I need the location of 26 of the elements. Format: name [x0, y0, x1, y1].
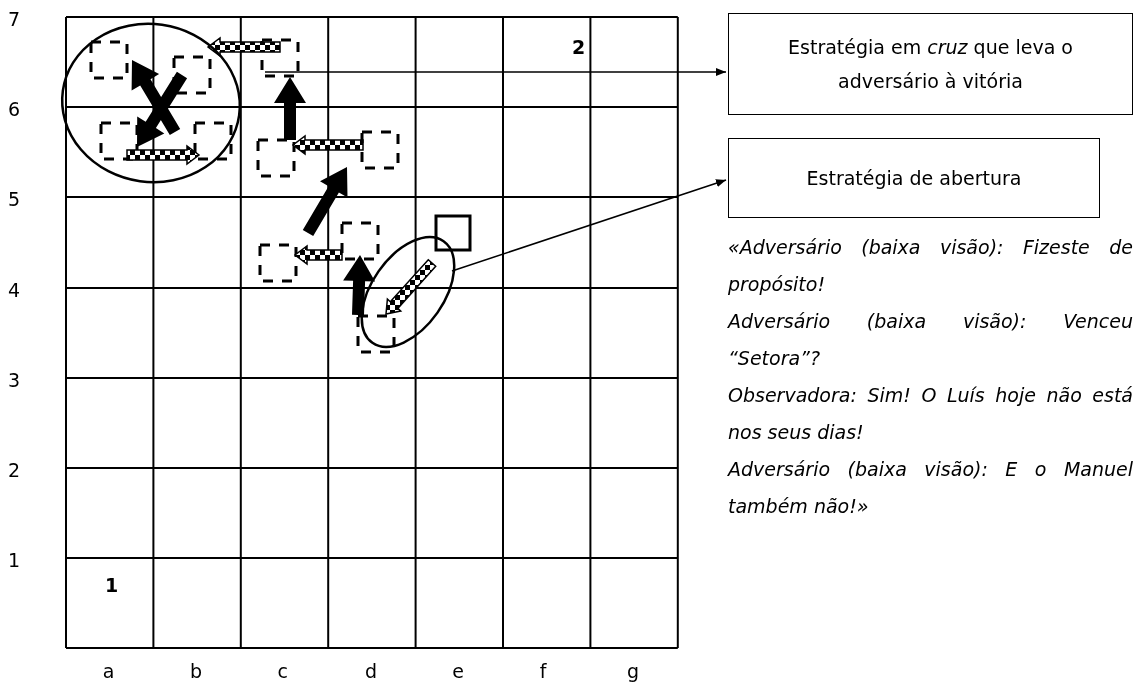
- column-letter: e: [452, 660, 464, 682]
- dialogue-line: Adversário (baixa visão): E o Manuel também não!»: [728, 457, 1133, 519]
- row-number: 4: [8, 279, 21, 301]
- row-number: 5: [8, 188, 21, 210]
- leader-line: [264, 68, 727, 76]
- ellipse-outline: [360, 235, 456, 349]
- text-box: Estratégia em cruz que leva o adversário à vitória: [728, 13, 1133, 115]
- dialogue-line: Observadora: Sim! O Luís hoje não está nos seus dias!: [728, 383, 1133, 445]
- column-letter: g: [627, 660, 640, 682]
- row-number: 2: [8, 459, 21, 481]
- leader-line: [451, 179, 727, 272]
- ellipse-outline: [60, 22, 242, 184]
- column-letter: c: [277, 660, 288, 682]
- text-box: Estratégia de abertura: [728, 138, 1100, 218]
- column-letter: a: [102, 660, 115, 682]
- square-number: 2: [572, 36, 586, 58]
- column-letter: b: [190, 660, 203, 682]
- row-number: 6: [8, 98, 21, 120]
- dialogue-line: Adversário (baixa visão): Venceu “Setora”?: [728, 309, 1133, 371]
- dialogue-line: «Adversário (baixa visão): Fizeste de propósito!: [728, 235, 1133, 297]
- column-letter: f: [539, 660, 547, 682]
- row-number: 1: [8, 549, 21, 571]
- square-number: 1: [105, 574, 119, 596]
- column-letter: d: [364, 660, 377, 682]
- row-number: 3: [8, 369, 21, 391]
- row-number: 7: [8, 8, 21, 30]
